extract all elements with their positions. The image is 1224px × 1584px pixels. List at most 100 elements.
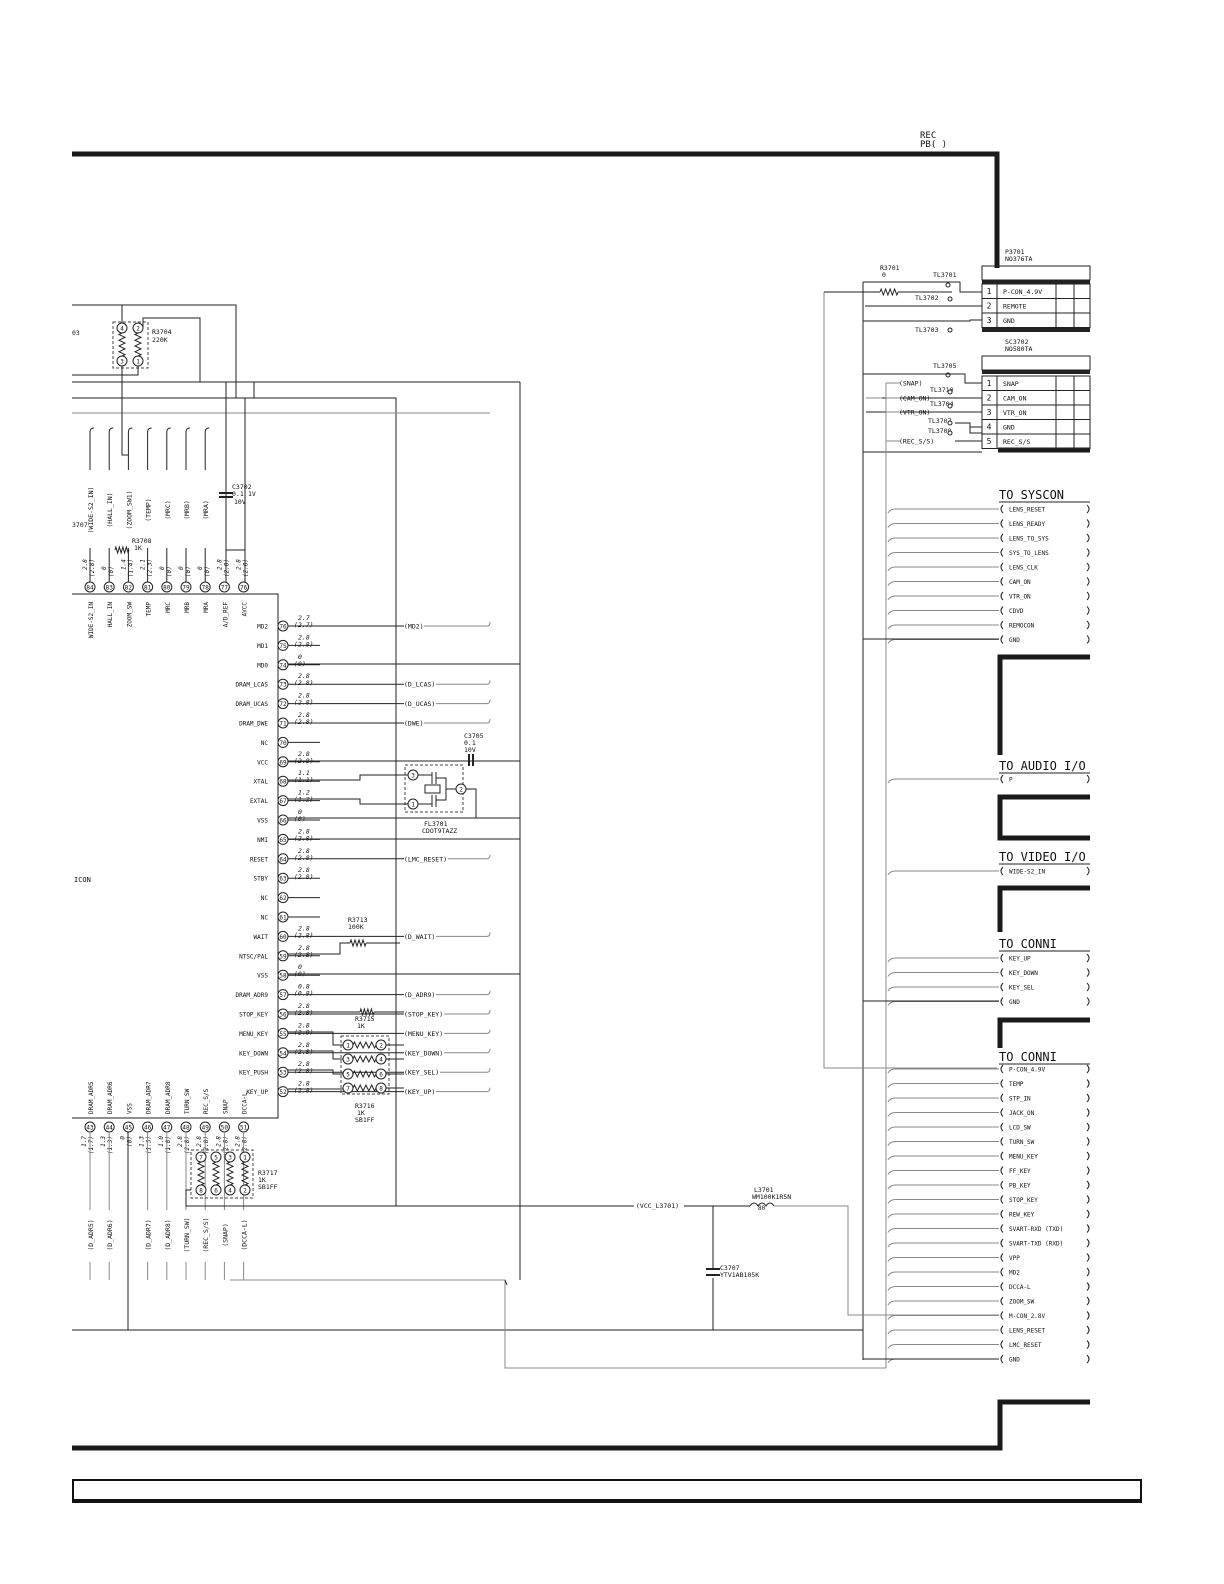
ic-right-pin-number: 55 [279, 1031, 287, 1038]
ic-right-voltage-pb: (2.8) [294, 679, 314, 687]
to-syscon-signal-label: REMOCON [1009, 623, 1035, 630]
ic-right-voltage-pb: (2.7) [294, 621, 314, 629]
to-conn2-signal-wire [887, 1170, 999, 1175]
ic-top-voltage: 2.1 [140, 559, 147, 570]
ic-right-pin-number: 73 [279, 682, 287, 689]
ic-top-net-wire [166, 427, 171, 582]
ic-right-net-label: (D_WAIT) [404, 933, 435, 941]
ic-bottom-pin-name: DRAM_ADR8 [165, 1081, 172, 1114]
ic-right-net-tail [440, 1068, 491, 1073]
ic-bottom-pin-name: TURN_SW [184, 1088, 191, 1114]
to-conn1-signal-wire [887, 972, 999, 977]
sc-net-label: (SNAP) [899, 380, 922, 388]
test-point-label: TL3705 [933, 362, 957, 370]
test-point [947, 403, 953, 409]
ic-top-pin-name: TEMP [146, 602, 153, 617]
ic-right-pin-name: VSS [257, 818, 268, 825]
to-conn2-signal-bracket [1000, 1354, 1090, 1364]
r3704-pin-number: 1 [136, 359, 140, 366]
to-conn2-signal-wire [887, 1271, 999, 1277]
l3701-part: WM100K1R5N [752, 1193, 791, 1201]
ic-right-voltage: 2.7 [298, 614, 310, 622]
to-syscon-signal-bracket [1000, 562, 1090, 572]
ic-top-net-wire [108, 427, 114, 582]
r3717-pin-number: 6 [214, 1188, 218, 1195]
r3715-resistor [359, 1007, 375, 1017]
r3715-value: 1K [357, 1022, 365, 1030]
to-syscon-signal-bracket [1000, 635, 1090, 644]
ic-top-voltage: 0 [178, 566, 185, 570]
ic-bottom-pin-number: 46 [144, 1125, 152, 1132]
revision-strip [72, 1479, 1142, 1503]
to-conn1-signal-wire [887, 986, 999, 992]
ic-top-pin-name: AVCC [242, 602, 249, 617]
ic-right-pin-name: DRAM_UCAS [235, 701, 268, 708]
ic-right-voltage-pb: (0.8) [294, 990, 314, 998]
to-conn2-signal-wire [887, 1112, 999, 1117]
ic-right-pin-name: DRAM_LCAS [235, 682, 268, 689]
to-syscon-signal-wire [887, 523, 999, 528]
p3701-pin1-wire [863, 281, 982, 293]
ic-right-pin-name: VCC [257, 759, 268, 766]
ic-top-voltage-pb: (2.3) [147, 559, 154, 577]
to-syscon-signal-label: GND [1009, 637, 1020, 644]
to-conn1-signal-wire [887, 1001, 999, 1006]
c3707-part: YTV1AB105K [720, 1271, 759, 1279]
fl3701-part: CDOT9TAZZ [422, 827, 457, 835]
ic-right-pin-number: 62 [279, 895, 287, 902]
to-audio-title: TO_AUDIO_I/O [999, 759, 1086, 773]
ic-bottom-pin-name: DRAM_ADR6 [107, 1081, 114, 1114]
ic-right-pin-name: STOP_KEY [239, 1012, 268, 1019]
ic-right-voltage-pb: (2.8) [294, 854, 314, 862]
to-syscon-signal-wire [887, 508, 999, 514]
sc-pin2-3-wire [866, 397, 982, 413]
to-conn1-signal-label: KEY_SEL [1009, 985, 1035, 992]
to-syscon-signal-bracket [1000, 591, 1090, 601]
ic-right-pin-number: 58 [279, 973, 287, 980]
gnd-top-rail [72, 397, 397, 1206]
r3716-resistor [352, 1054, 377, 1064]
pb-label: PB( ) [920, 140, 947, 150]
ic-right-net-label: (KEY_SEL) [404, 1069, 439, 1077]
r3716-resistor [352, 1040, 377, 1050]
ic-top-pin-name: MRA [203, 602, 210, 613]
p3701-header [981, 265, 1091, 281]
ic-right-net-tail [436, 1087, 491, 1093]
ic-right-net-tail [436, 932, 491, 937]
to-conn2-signal-bracket [1000, 1079, 1090, 1088]
ic-right-voltage: 2.8 [298, 944, 310, 952]
to-audio-signal-wire [887, 778, 999, 784]
to-conn2-signal-wire [887, 1199, 999, 1204]
test-point [947, 420, 953, 426]
ic-bottom-voltage: 1.3 [100, 1136, 107, 1147]
ic-right-net-label: (MD2) [404, 623, 424, 631]
ic-top-net-wire [185, 427, 191, 582]
ic-right-net-label: (D_ADR9) [404, 991, 435, 999]
r3716-value: 1K [357, 1109, 365, 1117]
fl3701-ref: FL3701 [424, 820, 448, 828]
ic-right-pin-name: RESET [250, 856, 268, 863]
ic-top-voltage: 2.8 [82, 559, 89, 570]
to-conn2-title: TO_CONNI [999, 1050, 1057, 1064]
r3704-ref: R3704 [152, 328, 172, 336]
fl3701-pin-number: 1 [411, 802, 415, 809]
to-syscon-signal-label: CDVD [1009, 608, 1024, 615]
to-conn2-signal-label: JACK_ON [1009, 1110, 1035, 1117]
to-syscon-signal-bracket [1000, 620, 1090, 630]
to-conn1-signal-bracket [1000, 953, 1090, 963]
r3717-resistor [211, 1161, 221, 1186]
to-conn2-signal-bracket [1000, 1311, 1090, 1320]
ic-top-voltage-pb: (2.8) [89, 559, 96, 577]
to-conn2-signal-bracket [1000, 1108, 1090, 1117]
to-syscon-signal-wire [887, 610, 999, 615]
ic-bottom-pin-name: DRAM_ADR5 [88, 1081, 95, 1114]
to-conn1-signal-bracket [1000, 968, 1090, 977]
to-conn2-signal-wire [887, 1344, 999, 1349]
to-conn2-signal-wire [887, 1184, 999, 1190]
to-conn1-signal-bracket [1000, 997, 1090, 1006]
to-conn2-signal-bracket [1000, 1282, 1090, 1291]
to-conn2-signal-label: LMC_RESET [1009, 1342, 1042, 1349]
to-conn2-signal-wire [887, 1068, 999, 1074]
ic-bottom-net-label: (REC_S/S) [202, 1217, 210, 1252]
l3701-value: 80 [758, 1205, 766, 1212]
